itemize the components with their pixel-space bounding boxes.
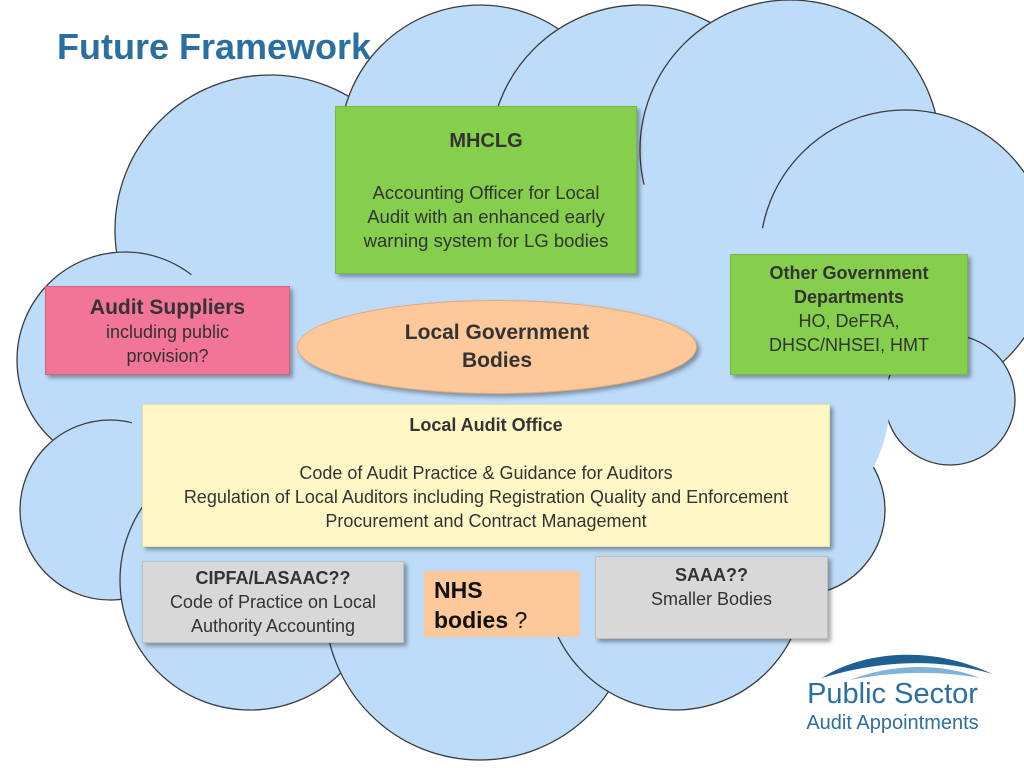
local-audit-office-line: Regulation of Local Auditors including R… (183, 487, 789, 507)
mhclg-line: warning system for LG bodies (363, 230, 609, 251)
cipfa-heading: CIPFA/LASAAC?? (195, 568, 351, 588)
cipfa-line: Code of Practice on Local (169, 592, 377, 612)
mhclg-heading: MHCLG (449, 130, 523, 152)
nhs-line2-rest: ? (508, 607, 528, 633)
nhs-bodies-box: NHS bodies ? (424, 571, 580, 637)
audit-suppliers-line: provision? (126, 346, 209, 366)
nhs-line1: NHS (434, 577, 483, 603)
cipfa-lasaac-box: CIPFA/LASAAC?? Code of Practice on Local… (142, 561, 404, 643)
audit-suppliers-box: Audit Suppliers including public provisi… (45, 286, 290, 375)
audit-suppliers-heading: Audit Suppliers (89, 296, 246, 319)
wave-swoosh-icon (822, 654, 992, 680)
mhclg-line: Audit with an enhanced early (367, 206, 605, 227)
ogd-heading-line: Other Government (769, 263, 929, 283)
saaa-heading: SAAA?? (675, 565, 748, 585)
audit-suppliers-line: including public (105, 322, 230, 342)
page-title: Future Framework (57, 26, 372, 67)
local-government-bodies-ellipse: Local Government Bodies (297, 300, 697, 394)
ogd-heading-line: Departments (793, 287, 905, 307)
saaa-box: SAAA?? Smaller Bodies (595, 556, 828, 639)
local-audit-office-box: Local Audit Office Code of Audit Practic… (142, 404, 830, 547)
local-gov-line: Local Government (404, 321, 590, 344)
logo-line2: Audit Appointments (806, 712, 979, 734)
saaa-line: Smaller Bodies (650, 589, 773, 609)
psaa-logo: Public Sector Audit Appointments (790, 648, 1000, 748)
mhclg-line: Accounting Officer for Local (372, 182, 600, 203)
ogd-line: HO, DeFRA, (798, 311, 900, 331)
cipfa-line: Authority Accounting (190, 616, 356, 636)
local-gov-line: Bodies (461, 349, 532, 372)
ogd-line: DHSC/NHSEI, HMT (768, 335, 929, 355)
logo-line1: Public Sector (807, 678, 978, 710)
local-audit-office-heading: Local Audit Office (409, 415, 563, 435)
nhs-line2-bold: bodies (434, 607, 509, 633)
mhclg-box: MHCLG Accounting Officer for Local Audit… (335, 106, 637, 274)
local-audit-office-line: Procurement and Contract Management (325, 511, 647, 531)
local-audit-office-line: Code of Audit Practice & Guidance for Au… (299, 463, 673, 483)
other-government-departments-box: Other Government Departments HO, DeFRA, … (730, 254, 968, 375)
